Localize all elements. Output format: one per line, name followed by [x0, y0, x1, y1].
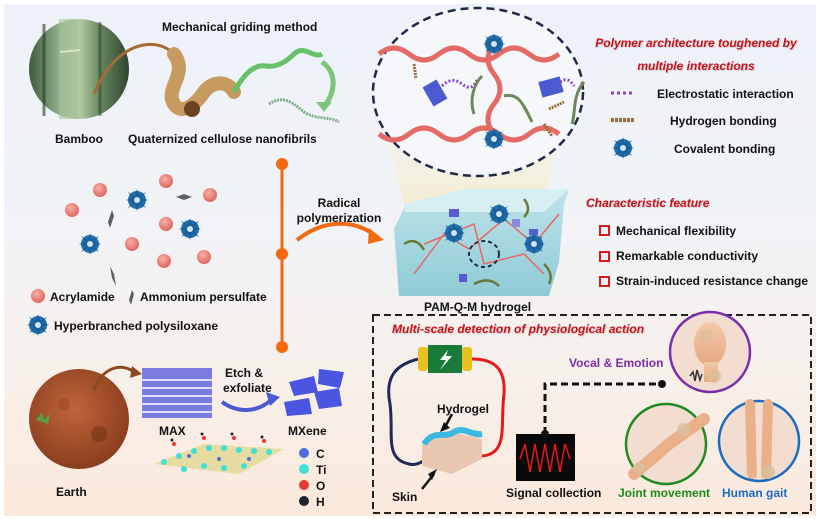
- process-label: Mechanical griding method: [162, 20, 318, 34]
- atom-h-label: H: [316, 495, 325, 509]
- mxene-lattice: [154, 432, 284, 474]
- nanofibril-label: Quaternized cellulose nanofibrils: [128, 132, 317, 146]
- max-label: MAX: [159, 424, 186, 438]
- max-block: [142, 368, 212, 418]
- polymer-title-2: multiple interactions: [637, 59, 755, 73]
- feature-item: Remarkable conductivity: [616, 249, 759, 263]
- feature-item: Strain-induced resistance change: [616, 274, 809, 288]
- features-title: Characteristic feature: [586, 196, 710, 210]
- reagent-particles: [65, 174, 217, 286]
- hydrogel-label: PAM-Q-M hydrogel: [424, 300, 532, 314]
- polysiloxane-label: Hyperbranched polysiloxane: [54, 319, 219, 333]
- reaction-label-2: polymerization: [296, 211, 382, 225]
- vocal-label: Vocal & Emotion: [569, 356, 664, 370]
- joint-label: Joint movement: [618, 486, 711, 500]
- feature-bullet-icon: [599, 251, 610, 262]
- hydrogen-bond-label: Hydrogen bonding: [670, 114, 777, 128]
- earth-image: [29, 365, 142, 469]
- carbon-atom-icon: [299, 448, 309, 458]
- covalent-label: Covalent bonding: [674, 142, 776, 156]
- detection-title: Multi-scale detection of physiological a…: [392, 322, 645, 336]
- crosslinker-icon: [612, 137, 634, 159]
- oxygen-atom-icon: [299, 480, 309, 490]
- feature-bullet-icon: [599, 276, 610, 287]
- signal-waveform: [519, 443, 571, 473]
- hydrogel-sensor-label: Hydrogel: [437, 402, 490, 416]
- detection-box: [372, 314, 812, 514]
- gait-circle: [717, 399, 801, 483]
- reaction-label-1: Radical: [317, 196, 361, 210]
- lightning-icon: [440, 350, 452, 370]
- skin-label: Skin: [392, 490, 418, 504]
- hydrogel-block: [394, 189, 569, 296]
- legs-figure: [745, 399, 775, 479]
- etch-arrow: [220, 397, 274, 412]
- head-figure: [689, 322, 726, 383]
- persulfate-icon: [129, 290, 134, 305]
- arm-figure: [628, 413, 710, 480]
- signal-monitor: [516, 380, 666, 481]
- feature-bullet-icon: [599, 225, 610, 236]
- atom-o-label: O: [316, 479, 326, 493]
- mxene-flakes: [284, 369, 344, 416]
- etch-label-2: exfoliate: [223, 381, 272, 395]
- signal-label: Signal collection: [506, 486, 602, 500]
- titanium-atom-icon: [299, 464, 309, 474]
- bamboo-label: Bamboo: [55, 132, 103, 146]
- process-timeline: [276, 158, 384, 353]
- cellulose-fibril: [92, 42, 340, 124]
- persulfate-label: Ammonium persulfate: [140, 290, 267, 304]
- sensor-circuit: [387, 345, 506, 490]
- feature-item: Mechanical flexibility: [616, 224, 737, 238]
- diagram-canvas: Mechanical griding method Bamboo Quatern…: [4, 4, 816, 516]
- gait-label: Human gait: [722, 486, 788, 500]
- atom-ti-label: Ti: [316, 463, 327, 477]
- polymer-title-1: Polymer architecture toughened by: [595, 36, 797, 50]
- earth-label: Earth: [56, 485, 87, 499]
- mxene-label: MXene: [288, 424, 327, 438]
- electrostatic-label: Electrostatic interaction: [657, 87, 794, 101]
- polysiloxane-icon: [27, 314, 49, 336]
- bamboo-image: [29, 19, 129, 119]
- polymer-network-zoom: [371, 6, 586, 178]
- hydrogen-atom-icon: [299, 496, 309, 506]
- etch-label-1: Etch &: [225, 366, 264, 380]
- acrylamide-icon: [31, 289, 45, 303]
- reaction-arrow: [295, 221, 378, 242]
- atom-c-label: C: [316, 447, 325, 461]
- diagram-graphics: [27, 6, 812, 514]
- acrylamide-label: Acrylamide: [50, 290, 115, 304]
